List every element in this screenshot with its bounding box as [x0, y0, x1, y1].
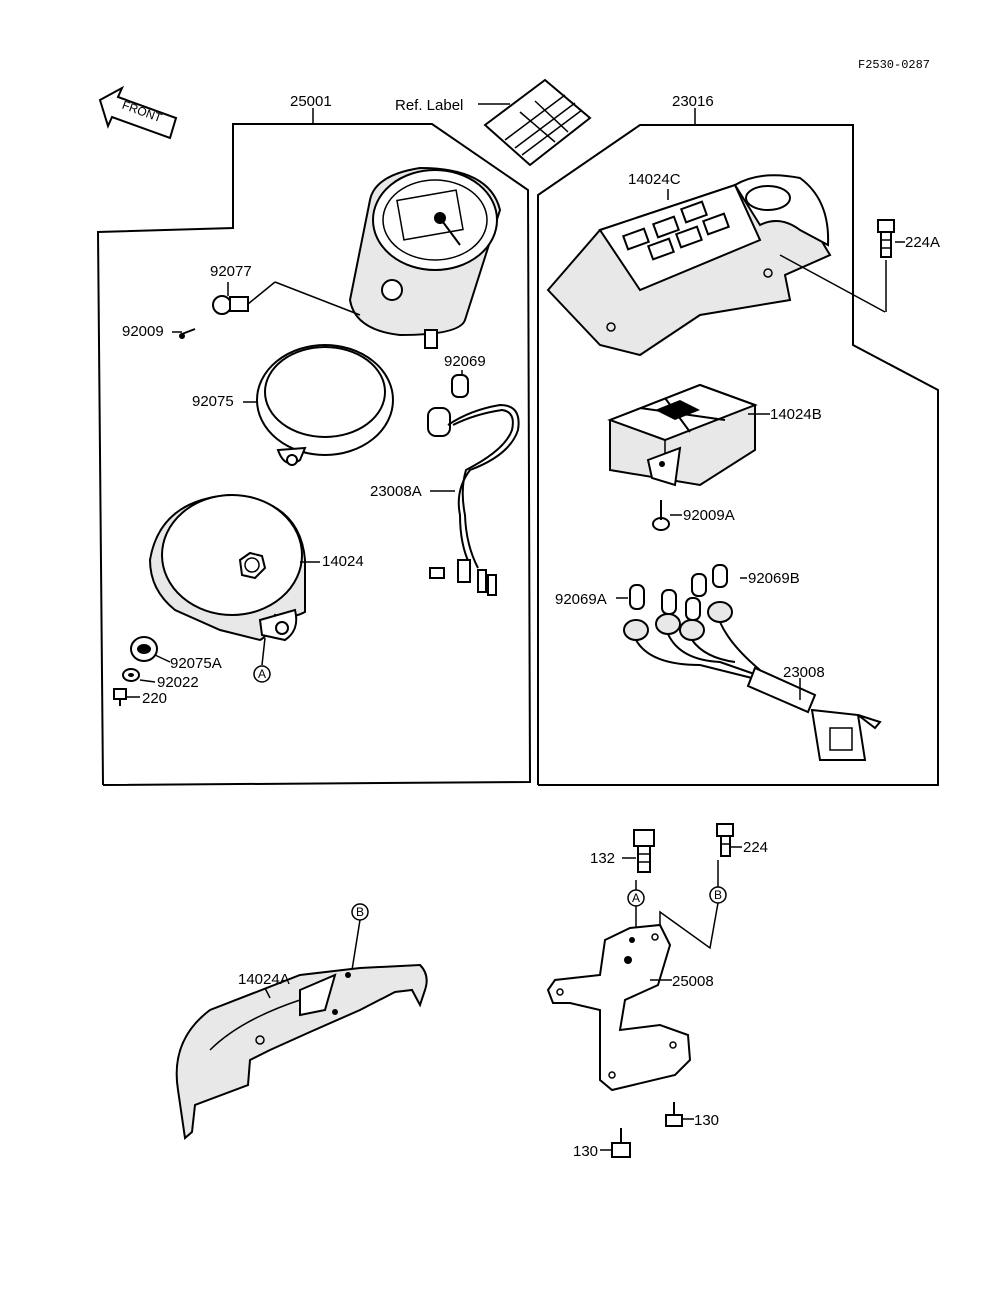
callout-a-bracket-label: A: [632, 891, 640, 905]
screw-92009a-icon: [652, 500, 670, 531]
indicator-cover-icon: [546, 174, 832, 357]
bulb-icon: [451, 374, 469, 398]
callout-b-cover: [351, 903, 369, 921]
label-130-left: 130: [573, 1143, 598, 1160]
harness-23008a-icon: [427, 403, 520, 596]
screw-220-icon: [113, 688, 127, 706]
label-25008: 25008: [672, 973, 714, 990]
ref-label-sticker-icon: [483, 78, 592, 167]
bracket-25008-icon: [546, 923, 692, 1092]
label-92009a: 92009A: [683, 507, 735, 524]
bolt-224a-icon: [877, 219, 895, 258]
label-23016: 23016: [672, 93, 714, 110]
ref-label-text: Ref. Label: [395, 97, 463, 114]
front-label: FRONT: [120, 98, 164, 126]
label-224a: 224A: [905, 234, 940, 251]
screw-130-left-icon: [611, 1128, 631, 1158]
grommet-icon: [212, 295, 249, 315]
label-92075: 92075: [192, 393, 234, 410]
indicator-group-box: [537, 124, 939, 786]
bulbs-and-sockets-icon: [623, 564, 882, 761]
rubber-ring-icon: [256, 344, 394, 466]
label-92069: 92069: [444, 353, 486, 370]
front-arrow-icon: FRONT: [98, 85, 178, 140]
callout-a-meter-label: A: [258, 667, 266, 681]
label-14024b: 14024B: [770, 406, 822, 423]
label-92009: 92009: [122, 323, 164, 340]
screw-130-right-icon: [665, 1102, 683, 1127]
label-25001: 25001: [290, 93, 332, 110]
socket-housing-icon: [607, 383, 758, 487]
speedometer-icon: [348, 166, 502, 349]
label-14024c: 14024C: [628, 171, 681, 188]
callout-b-bracket-label: B: [714, 888, 722, 902]
label-132: 132: [590, 850, 615, 867]
label-92022: 92022: [157, 674, 199, 691]
label-23008a: 23008A: [370, 483, 422, 500]
label-14024a: 14024A: [238, 971, 290, 988]
label-224: 224: [743, 839, 768, 856]
label-220: 220: [142, 690, 167, 707]
screw-icon: [179, 328, 196, 339]
diagram-code: F2530-0287: [858, 58, 930, 72]
label-14024: 14024: [322, 553, 364, 570]
meter-housing-icon: [148, 493, 306, 642]
meter-cover-14024a-icon: [175, 963, 428, 1140]
meter-group-box: [96, 123, 532, 786]
label-92077: 92077: [210, 263, 252, 280]
bolt-224-icon: [716, 823, 734, 857]
washer-icon: [122, 668, 140, 682]
label-92069a: 92069A: [555, 591, 607, 608]
label-92069b: 92069B: [748, 570, 800, 587]
label-92075a: 92075A: [170, 655, 222, 672]
bolt-132-icon: [633, 829, 655, 873]
grommet-92075a-icon: [130, 636, 158, 662]
label-23008: 23008: [783, 664, 825, 681]
callout-a-meter: [253, 665, 271, 683]
callout-b-cover-label: B: [356, 905, 364, 919]
label-130-right: 130: [694, 1112, 719, 1129]
